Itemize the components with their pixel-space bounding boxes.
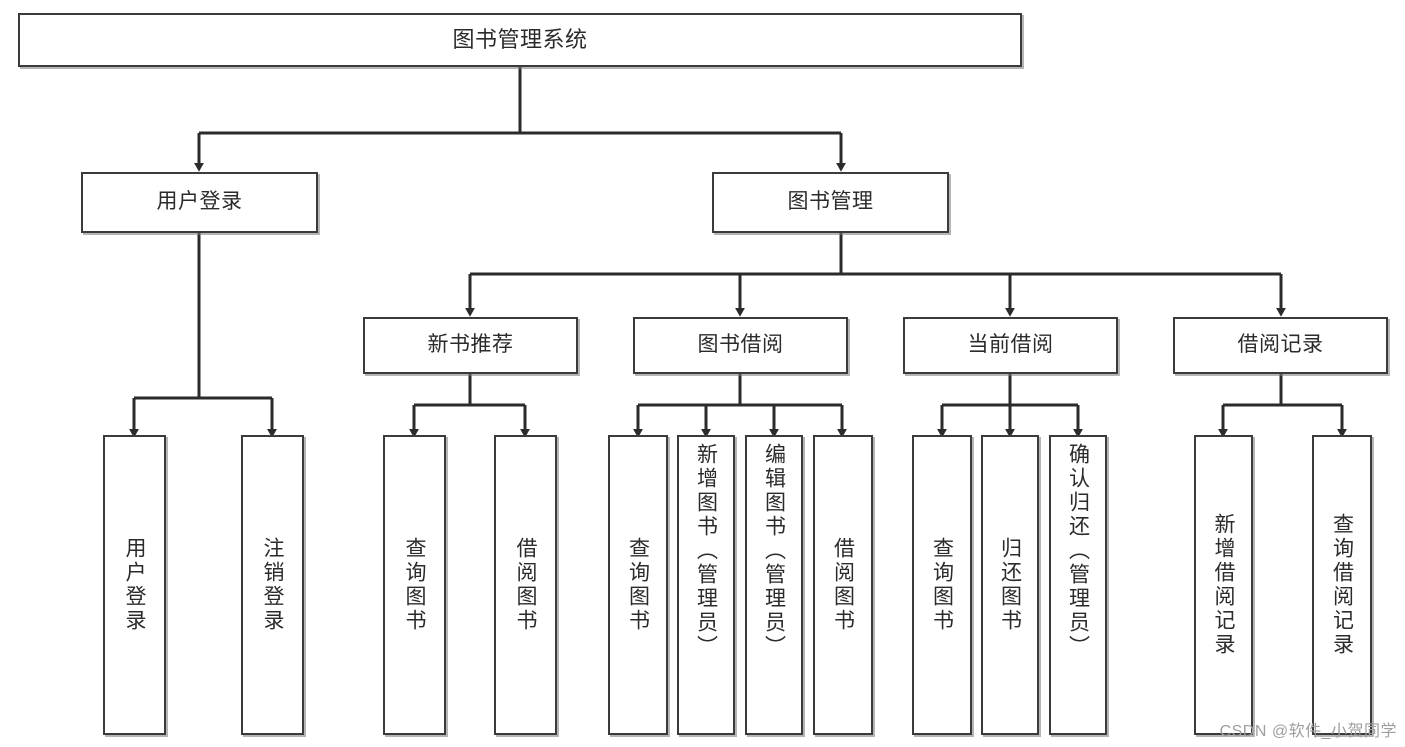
- node-label: 当前借阅: [967, 333, 1054, 357]
- node-current-borrow[interactable]: 当前借阅: [903, 317, 1118, 374]
- leaf-user-login[interactable]: 用户登录: [103, 435, 166, 735]
- leaf-query-book-borrow[interactable]: 查询图书: [608, 435, 668, 735]
- node-label: 借阅图书: [831, 537, 855, 633]
- leaf-logout[interactable]: 注销登录: [241, 435, 304, 735]
- node-root-book-management-system[interactable]: 图书管理系统: [18, 13, 1022, 67]
- node-label: 查询借阅记录: [1330, 513, 1354, 657]
- node-label: 查询图书: [626, 537, 650, 633]
- node-label: 用户登录: [123, 537, 146, 633]
- node-label: 图书借阅: [697, 333, 784, 357]
- leaf-confirm-return-admin[interactable]: 确认归还（管理员）: [1049, 435, 1107, 735]
- node-user-login[interactable]: 用户登录: [81, 172, 318, 233]
- leaf-borrow-book-recommend[interactable]: 借阅图书: [494, 435, 557, 735]
- leaf-add-borrow-record[interactable]: 新增借阅记录: [1194, 435, 1253, 735]
- leaf-query-borrow-record[interactable]: 查询借阅记录: [1312, 435, 1372, 735]
- node-label: 查询图书: [930, 537, 954, 633]
- node-book-borrow[interactable]: 图书借阅: [633, 317, 848, 374]
- leaf-add-book-admin[interactable]: 新增图书（管理员）: [677, 435, 735, 735]
- csdn-watermark: CSDN @软件_小贺同学: [1219, 723, 1397, 740]
- node-label: 查询图书: [403, 537, 426, 633]
- node-label: 借阅记录: [1237, 333, 1324, 357]
- node-label: 注销登录: [261, 537, 284, 633]
- node-new-book-recommend[interactable]: 新书推荐: [363, 317, 578, 374]
- node-label: 归还图书: [998, 537, 1022, 633]
- node-book-management[interactable]: 图书管理: [712, 172, 949, 233]
- leaf-return-book[interactable]: 归还图书: [981, 435, 1039, 735]
- node-label: 新书推荐: [427, 333, 514, 357]
- node-label: 新增借阅记录: [1212, 513, 1235, 657]
- node-label: 用户登录: [156, 190, 243, 214]
- node-label: 新增图书（管理员）: [694, 443, 718, 659]
- node-label: 确认归还（管理员）: [1066, 443, 1090, 659]
- leaf-query-book-recommend[interactable]: 查询图书: [383, 435, 446, 735]
- leaf-query-book-current[interactable]: 查询图书: [912, 435, 972, 735]
- node-label: 图书管理系统: [452, 27, 588, 53]
- node-borrow-records[interactable]: 借阅记录: [1173, 317, 1388, 374]
- node-label: 图书管理: [787, 190, 874, 214]
- node-label: 编辑图书（管理员）: [762, 443, 786, 659]
- node-label: 借阅图书: [514, 537, 537, 633]
- leaf-borrow-book[interactable]: 借阅图书: [813, 435, 873, 735]
- leaf-edit-book-admin[interactable]: 编辑图书（管理员）: [745, 435, 803, 735]
